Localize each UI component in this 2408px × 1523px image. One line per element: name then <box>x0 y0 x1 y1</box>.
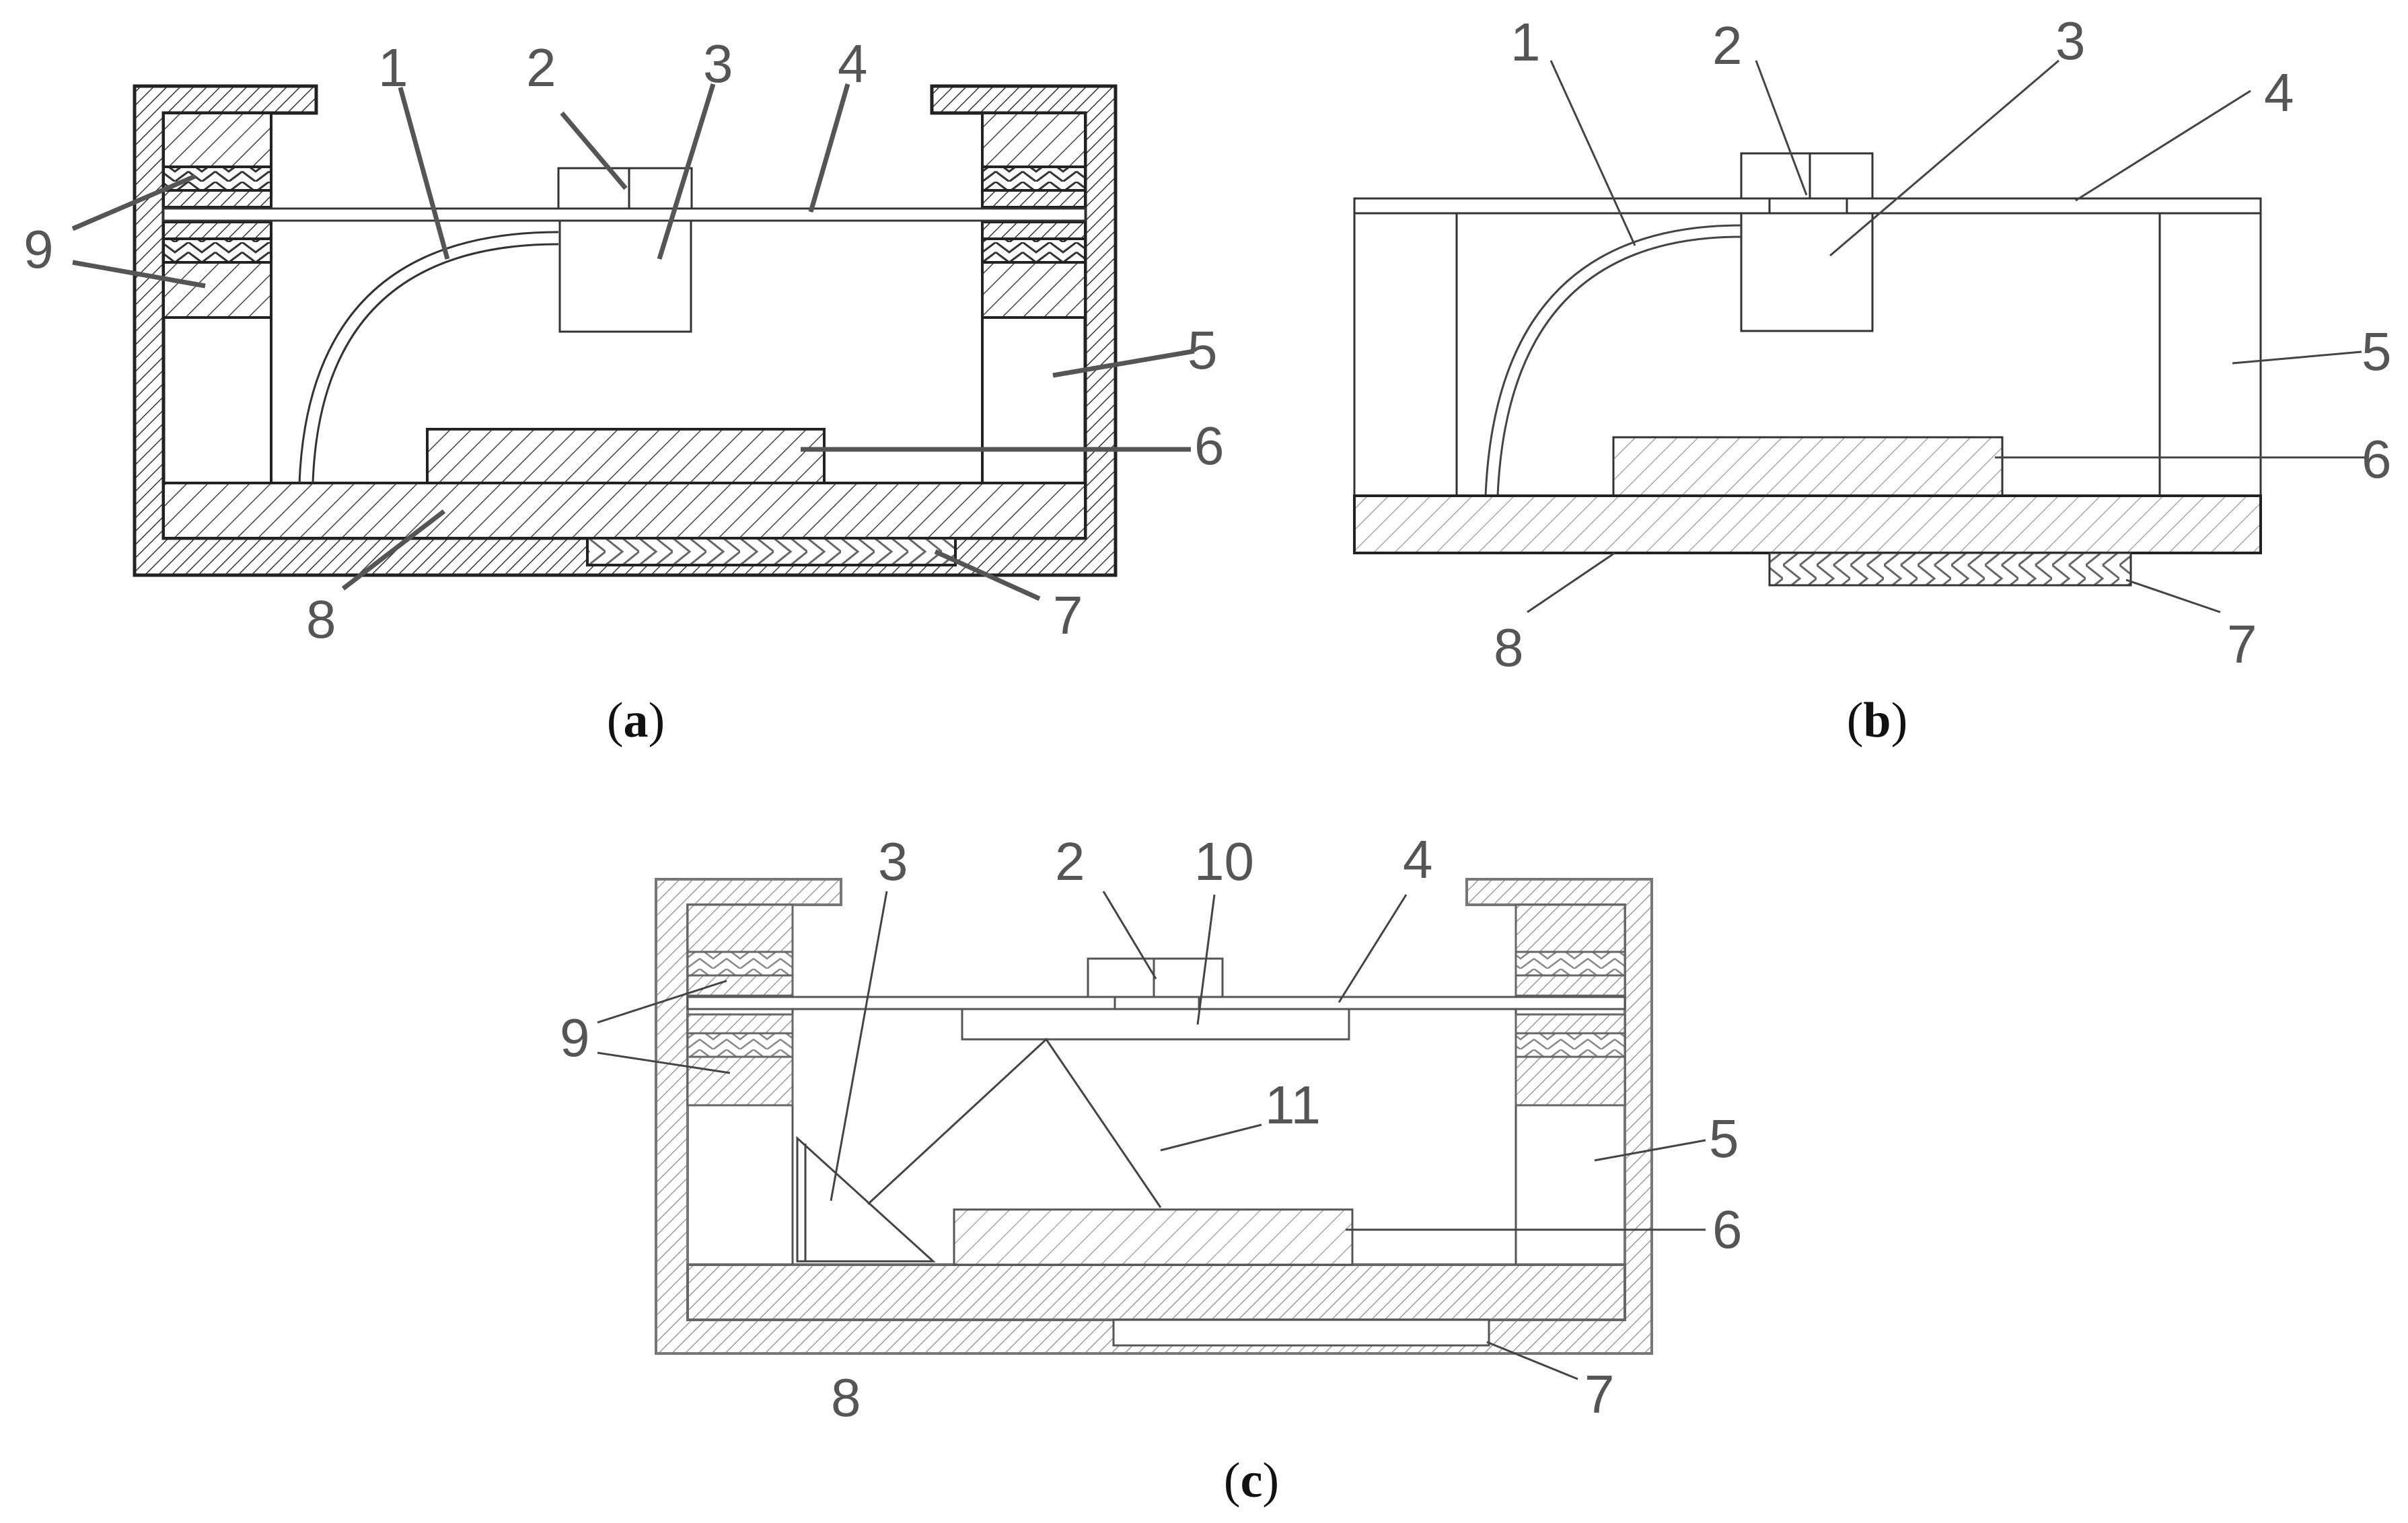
panel-a-membrane <box>162 207 1087 222</box>
panel-b-label-4: 4 <box>2264 63 2294 122</box>
panel-b-substrate <box>1353 494 2262 554</box>
panel-a-label-3: 3 <box>703 34 733 94</box>
panel-b-label-2: 2 <box>1712 15 1743 75</box>
panel-a-right-gasket-bottom <box>981 237 1087 264</box>
panel-c-label-5: 5 <box>1709 1109 1739 1168</box>
panel-c-right-clamp-bottom <box>1515 1055 1626 1107</box>
panel-b-sensor-block <box>1740 212 1874 332</box>
panel-b-fiber-inner <box>1496 235 1742 496</box>
panel-a: 1 2 3 4 5 6 7 8 9 (a) <box>24 34 1225 748</box>
panel-c-label-8: 8 <box>831 1368 861 1427</box>
panel-a-label-6: 6 <box>1194 416 1225 476</box>
panel-b-caption: (b) <box>1847 693 1907 748</box>
panel-a-label-7: 7 <box>1053 585 1083 645</box>
panel-c-right-clamp-top <box>1515 903 1626 953</box>
panel-c-label-10: 10 <box>1194 831 1254 891</box>
panel-c-substrate <box>686 1263 1626 1321</box>
panel-a-left-strip <box>162 189 272 209</box>
panel-c-caption: (c) <box>1224 1453 1279 1508</box>
panel-a-caption: (a) <box>607 693 665 748</box>
panel-a-chip <box>426 428 826 484</box>
panel-c-window <box>1112 1318 1490 1347</box>
panel-b-label-1: 1 <box>1510 12 1541 72</box>
panel-c-label-2: 2 <box>1055 831 1085 891</box>
panel-c-left-gasket-top <box>686 951 794 977</box>
panel-c-label-4: 4 <box>1403 829 1433 889</box>
panel-b-chip <box>1612 436 2004 497</box>
panel-a-left-strip-2 <box>162 221 272 240</box>
panel-c-label-3: 3 <box>878 831 908 891</box>
panel-b-label-6: 6 <box>2362 429 2392 489</box>
panel-a-right-clamp-bottom <box>981 261 1087 319</box>
panel-c-prism <box>796 1136 936 1263</box>
panel-a-right-clamp-top <box>981 112 1087 168</box>
panel-a-left-clamp-bottom <box>162 261 272 319</box>
panel-a-label-9: 9 <box>24 219 54 279</box>
panel-a-label-2: 2 <box>526 38 556 98</box>
panel-a-window <box>586 537 957 566</box>
panel-c-left-gasket-bottom <box>686 1032 794 1058</box>
panel-c: 3 2 10 4 9 11 5 6 7 8 (c) <box>560 829 1743 1508</box>
panel-a-label-1: 1 <box>378 38 408 98</box>
panel-c-chip <box>953 1208 1354 1266</box>
panel-a-label-5: 5 <box>1188 320 1218 380</box>
panel-c-label-11: 11 <box>1265 1075 1321 1135</box>
panel-a-left-gasket-bottom <box>162 237 272 264</box>
panel-a-fiber-outer <box>298 231 559 484</box>
panel-a-left-clamp-top <box>162 112 272 168</box>
panel-c-label-6: 6 <box>1712 1199 1743 1259</box>
panel-b-fiber-outer <box>1484 224 1742 496</box>
panel-a-right-strip-2 <box>981 221 1087 240</box>
panel-c-label-7: 7 <box>1584 1364 1615 1424</box>
panel-a-label-8: 8 <box>306 589 336 649</box>
panel-a-right-gasket-top <box>981 165 1087 192</box>
panel-b-window <box>1768 552 2132 587</box>
panel-a-right-strip <box>981 189 1087 209</box>
panel-c-label-9: 9 <box>560 1008 590 1068</box>
panel-a-sensor-block <box>558 219 692 333</box>
panel-c-light-path <box>867 1037 1162 1208</box>
panel-b-fiber-head <box>1740 152 1874 200</box>
panel-c-reflector <box>961 1008 1350 1041</box>
panel-b-label-3: 3 <box>2055 11 2086 71</box>
panel-b-label-5: 5 <box>2362 322 2392 381</box>
panel-c-left-clamp-top <box>686 903 794 953</box>
panel-a-fiber-inner <box>312 243 559 484</box>
panel-b-label-7: 7 <box>2227 614 2257 674</box>
panel-c-left-clamp-bottom <box>686 1055 794 1107</box>
panel-b-label-8: 8 <box>1494 618 1524 677</box>
panel-b: 1 2 3 4 5 6 7 8 (b) <box>1353 11 2392 748</box>
panel-a-substrate <box>162 482 1087 540</box>
panel-a-left-gasket-top <box>162 165 272 192</box>
panel-a-label-4: 4 <box>838 34 868 94</box>
